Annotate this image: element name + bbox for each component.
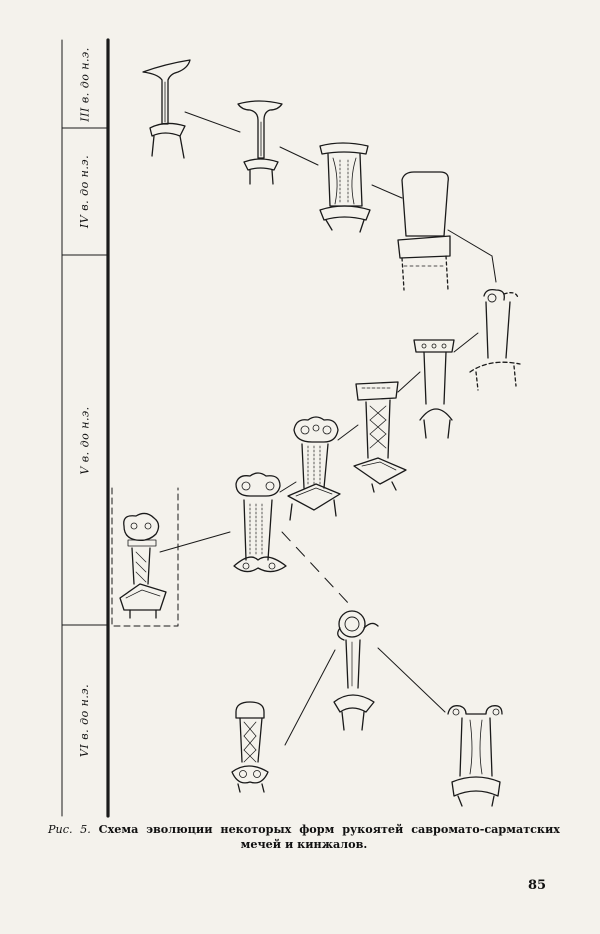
period-label-c6: VI в. до н.э. xyxy=(78,683,92,758)
figure-caption: Рис. 5. Схема эволюции некоторых форм ру… xyxy=(48,822,560,851)
hilt-t-pommel-1 xyxy=(142,59,191,159)
period-column-frame xyxy=(61,38,110,818)
hilt-volute-dashed xyxy=(469,288,521,391)
hilt-oval-pommel xyxy=(231,701,269,793)
hilt-zoomorphic-central xyxy=(233,472,287,573)
hilt-ornamented-grip xyxy=(319,142,371,233)
period-column: III в. до н.э. IV в. до н.э. V в. до н.э… xyxy=(62,38,108,816)
evolution-connectors xyxy=(159,111,497,746)
hilt-hatched-rectangular xyxy=(353,381,407,493)
hilt-zoomorphic-framed xyxy=(111,487,179,627)
hilt-ring-pommel xyxy=(333,610,379,731)
hilt-t-pommel-2 xyxy=(237,100,283,185)
period-label-c5: V в. до н.э. xyxy=(78,405,92,475)
period-label-c4: IV в. до н.э. xyxy=(78,154,92,229)
figure-number: Рис. 5. xyxy=(48,823,91,836)
figure-caption-text: Схема эволюции некоторых форм рукоятей с… xyxy=(98,822,560,851)
page-number: 85 xyxy=(528,878,547,893)
period-label-c3: III в. до н.э. xyxy=(78,46,92,122)
hilt-butterfly-pommel xyxy=(287,416,341,521)
hilt-three-hole-pommel xyxy=(413,339,455,439)
hilt-antenna-volute xyxy=(447,705,503,807)
hilt-massive-pommel xyxy=(397,171,451,291)
